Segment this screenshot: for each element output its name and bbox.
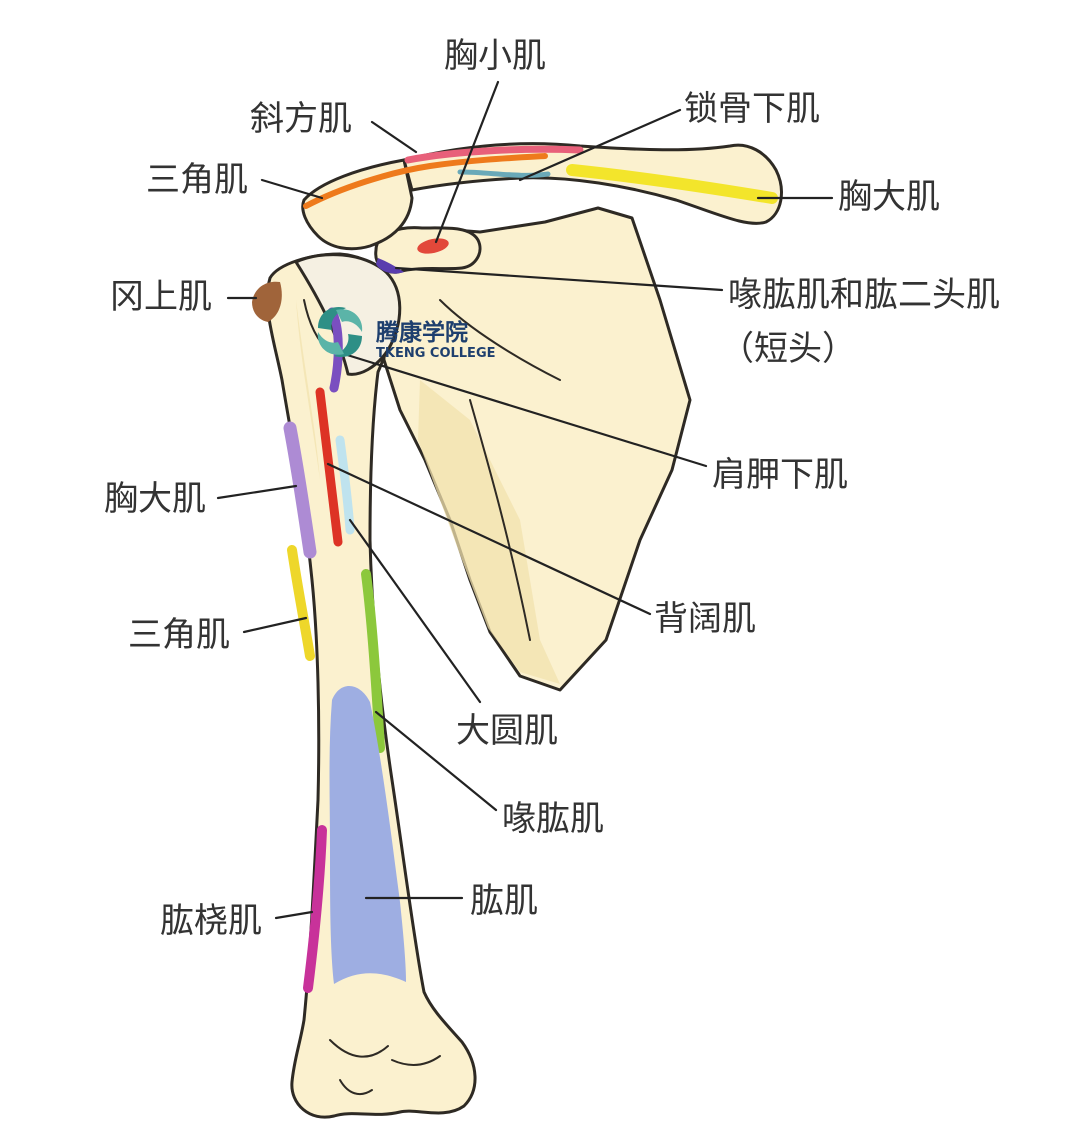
label-short-head: （短头） bbox=[720, 329, 856, 369]
logo-mark-icon bbox=[317, 306, 363, 358]
muscle-attachments bbox=[252, 145, 778, 993]
label-deltoid-humerus: 三角肌 bbox=[128, 615, 230, 655]
label-latissimus-dorsi: 背阔肌 bbox=[654, 599, 756, 639]
labels: 胸小肌 斜方肌 锁骨下肌 三角肌 胸大肌 冈上肌 喙肱肌和肱二头肌 （短头） 肩… bbox=[104, 36, 1000, 941]
logo-name-cn: 腾康学院 bbox=[376, 319, 468, 346]
coracobrachialis-humerus-attachment bbox=[361, 569, 385, 753]
supraspinatus-attachment bbox=[252, 281, 282, 322]
logo-name-en: TKENG COLLEGE bbox=[376, 346, 496, 361]
teres-major-attachment bbox=[335, 435, 355, 535]
label-subclavius: 锁骨下肌 bbox=[684, 89, 820, 129]
pectoralis-major-humerus-attachment bbox=[283, 421, 317, 559]
brachialis-attachment bbox=[329, 685, 406, 984]
coracobrachialis-biceps-attachment bbox=[376, 258, 404, 274]
watermark-logo: 腾康学院 TKENG COLLEGE bbox=[317, 306, 496, 361]
label-coracobrachialis-biceps: 喙肱肌和肱二头肌 bbox=[728, 275, 1000, 315]
label-pectoralis-minor: 胸小肌 bbox=[444, 36, 546, 76]
pectoralis-major-clavicle-attachment bbox=[566, 164, 778, 204]
trapezius-attachment bbox=[404, 145, 584, 164]
label-trapezius: 斜方肌 bbox=[250, 99, 352, 139]
leader-lines bbox=[216, 80, 834, 920]
subclavius-attachment bbox=[457, 169, 551, 178]
label-deltoid-clavicle: 三角肌 bbox=[146, 160, 248, 200]
label-pectoralis-major-humerus: 胸大肌 bbox=[104, 479, 206, 519]
label-brachialis: 肱肌 bbox=[470, 881, 538, 921]
deltoid-clavicle-attachment bbox=[303, 153, 548, 209]
deltoid-humerus-attachment bbox=[287, 545, 315, 661]
label-pectoralis-major-clavicle: 胸大肌 bbox=[838, 177, 940, 217]
scapula bbox=[376, 206, 692, 692]
label-teres-major: 大圆肌 bbox=[456, 711, 558, 751]
label-coracobrachialis: 喙肱肌 bbox=[502, 799, 604, 839]
label-brachioradialis: 肱桡肌 bbox=[160, 901, 262, 941]
acromion bbox=[301, 158, 414, 251]
label-subscapularis: 肩胛下肌 bbox=[712, 455, 848, 495]
label-supraspinatus: 冈上肌 bbox=[110, 277, 212, 317]
brachioradialis-attachment bbox=[303, 825, 327, 993]
pectoralis-minor-attachment bbox=[417, 238, 449, 254]
